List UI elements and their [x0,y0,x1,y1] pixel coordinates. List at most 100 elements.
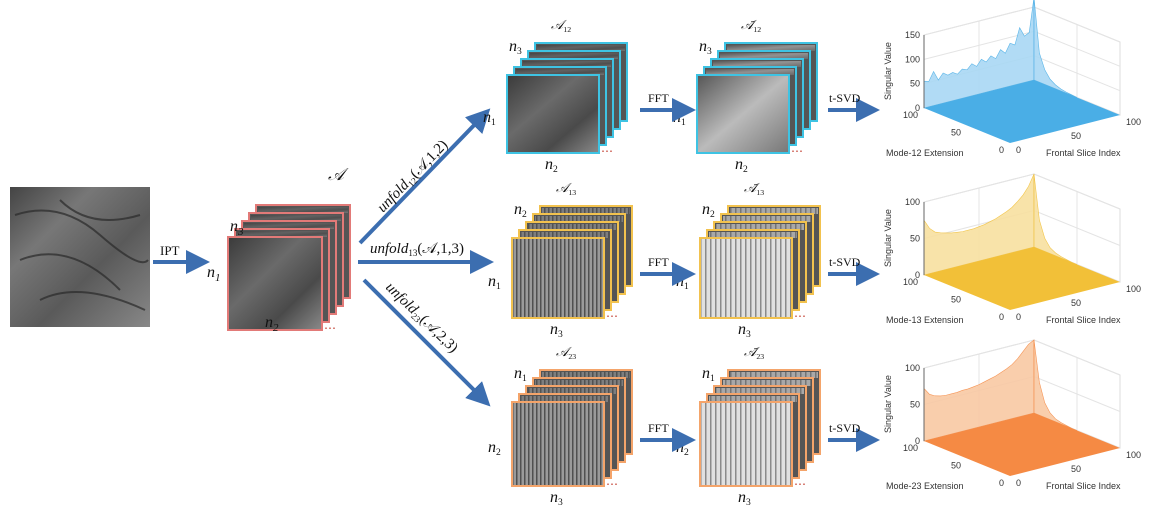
subscript: 2 [710,209,715,220]
extension-axis-label: Mode-13 Extension [886,315,964,325]
subscript: 13 [756,188,764,197]
tensor-a-name: 𝒜 [328,165,349,184]
x-axis-label: Frontal Slice Index [1046,481,1121,491]
unfold12-arrow [358,108,491,245]
symbol: n [509,38,517,55]
dim-n3-label: n3 [230,218,244,238]
extension-tick-label: 50 [951,461,961,471]
subscript: 2 [684,447,689,458]
slice-texture [537,45,625,51]
slice-texture [720,53,808,59]
fft-tensor-stack: ⋯ [699,205,821,323]
more-slices-dots: ⋯ [791,144,803,158]
tensor-name: 𝒜12 [551,17,571,34]
symbol: n [514,365,522,382]
subscript: 3 [558,329,563,340]
tensor-a-slices: ⋯ [227,204,351,335]
symbol: 𝒜̄ [741,17,757,32]
frontal-slice [699,401,793,487]
more-slices-dots: ⋯ [601,144,613,158]
z-tick-label: 50 [910,400,920,410]
fn: unfold [370,241,409,257]
fft-tensor-stack: ⋯ [696,42,818,158]
unfold12-label: unfold12(𝒜,1,2) [374,137,452,216]
y-axis-label: Singular Value [883,209,893,267]
n: n [207,264,215,281]
surface-decay [1033,173,1078,265]
dim-n2-label: n2 [265,314,279,334]
extension-tick-label: 50 [951,128,961,138]
slice-index-tick-label: 100 [1126,450,1141,460]
subscript: 1 [491,117,496,128]
unfold23-label: unfold23(𝒜,2,3) [382,279,461,357]
subscript: 3 [707,46,712,57]
slice-texture [521,396,609,402]
slice-texture [723,216,811,222]
slice-texture [727,45,815,51]
subscript: 2 [743,164,748,175]
more-slices-dots: ⋯ [324,321,336,335]
slice-index-tick-label: 0 [1016,145,1021,155]
more-slices-dots: ⋯ [606,477,618,491]
z-tick-label: 0 [915,436,920,446]
x-axis-label: Frontal Slice Index [1046,148,1121,158]
dim-bottom-label: n3 [738,321,751,340]
slice-index-tick-label: 50 [1071,298,1081,308]
symbol: 𝒜 [551,17,567,32]
symbol: n [550,321,558,338]
frontal-slice [506,74,600,154]
extension-tick-label: 0 [999,145,1004,155]
dim-left-label: n2 [488,439,501,458]
dim-top-label: n3 [699,38,712,57]
subscript: 3 [746,329,751,340]
frontal-slice [227,236,323,331]
symbol: n [514,201,522,218]
unfolded-tensor-stack: ⋯ [511,205,633,323]
z-tick-label: 0 [915,270,920,280]
y-axis-label: Singular Value [883,375,893,433]
slice-texture [542,372,630,378]
symbol: n [702,365,710,382]
z-tick-label: 150 [905,30,920,40]
tensor-name: 𝒜23 [556,344,576,361]
more-slices-dots: ⋯ [606,309,618,323]
subscript: 1 [684,281,689,292]
subscript: 12 [753,25,761,34]
more-slices-dots: ⋯ [794,309,806,323]
dim-top-label: n3 [509,38,522,57]
subscript: 3 [558,497,563,508]
extension-tick-label: 0 [999,312,1004,322]
slice-texture [535,380,623,386]
fft-tensor-name: 𝒜̄12 [741,17,761,34]
subscript: 2 [553,164,558,175]
slice-index-tick-label: 100 [1126,117,1141,127]
x-axis-label: Frontal Slice Index [1046,315,1121,325]
slice-texture [530,53,618,59]
slice-texture [523,61,611,67]
slice-index-tick-label: 50 [1071,464,1081,474]
fft-label: FFT [648,421,669,435]
z-tick-label: 50 [910,234,920,244]
extension-tick-label: 100 [903,443,918,453]
slice-texture [713,61,801,67]
dim-bottom-label: n2 [735,156,748,175]
symbol: n [545,156,553,173]
args: (𝒜,1,2) [407,137,451,182]
symbol: 𝒜 [556,180,572,195]
surface-decay [1033,0,1078,98]
dim-top-label: n2 [514,201,527,220]
surface-decay [1033,339,1078,431]
surface-ridge [923,0,1035,109]
extension-tick-label: 100 [903,277,918,287]
extension-axis-label: Mode-23 Extension [886,481,964,491]
frontal-slice [511,401,605,487]
dim-left-label: n1 [488,273,501,292]
n: n [265,314,273,331]
symbol: n [483,109,491,126]
slice-texture [528,224,616,230]
fft-label: FFT [648,255,669,269]
